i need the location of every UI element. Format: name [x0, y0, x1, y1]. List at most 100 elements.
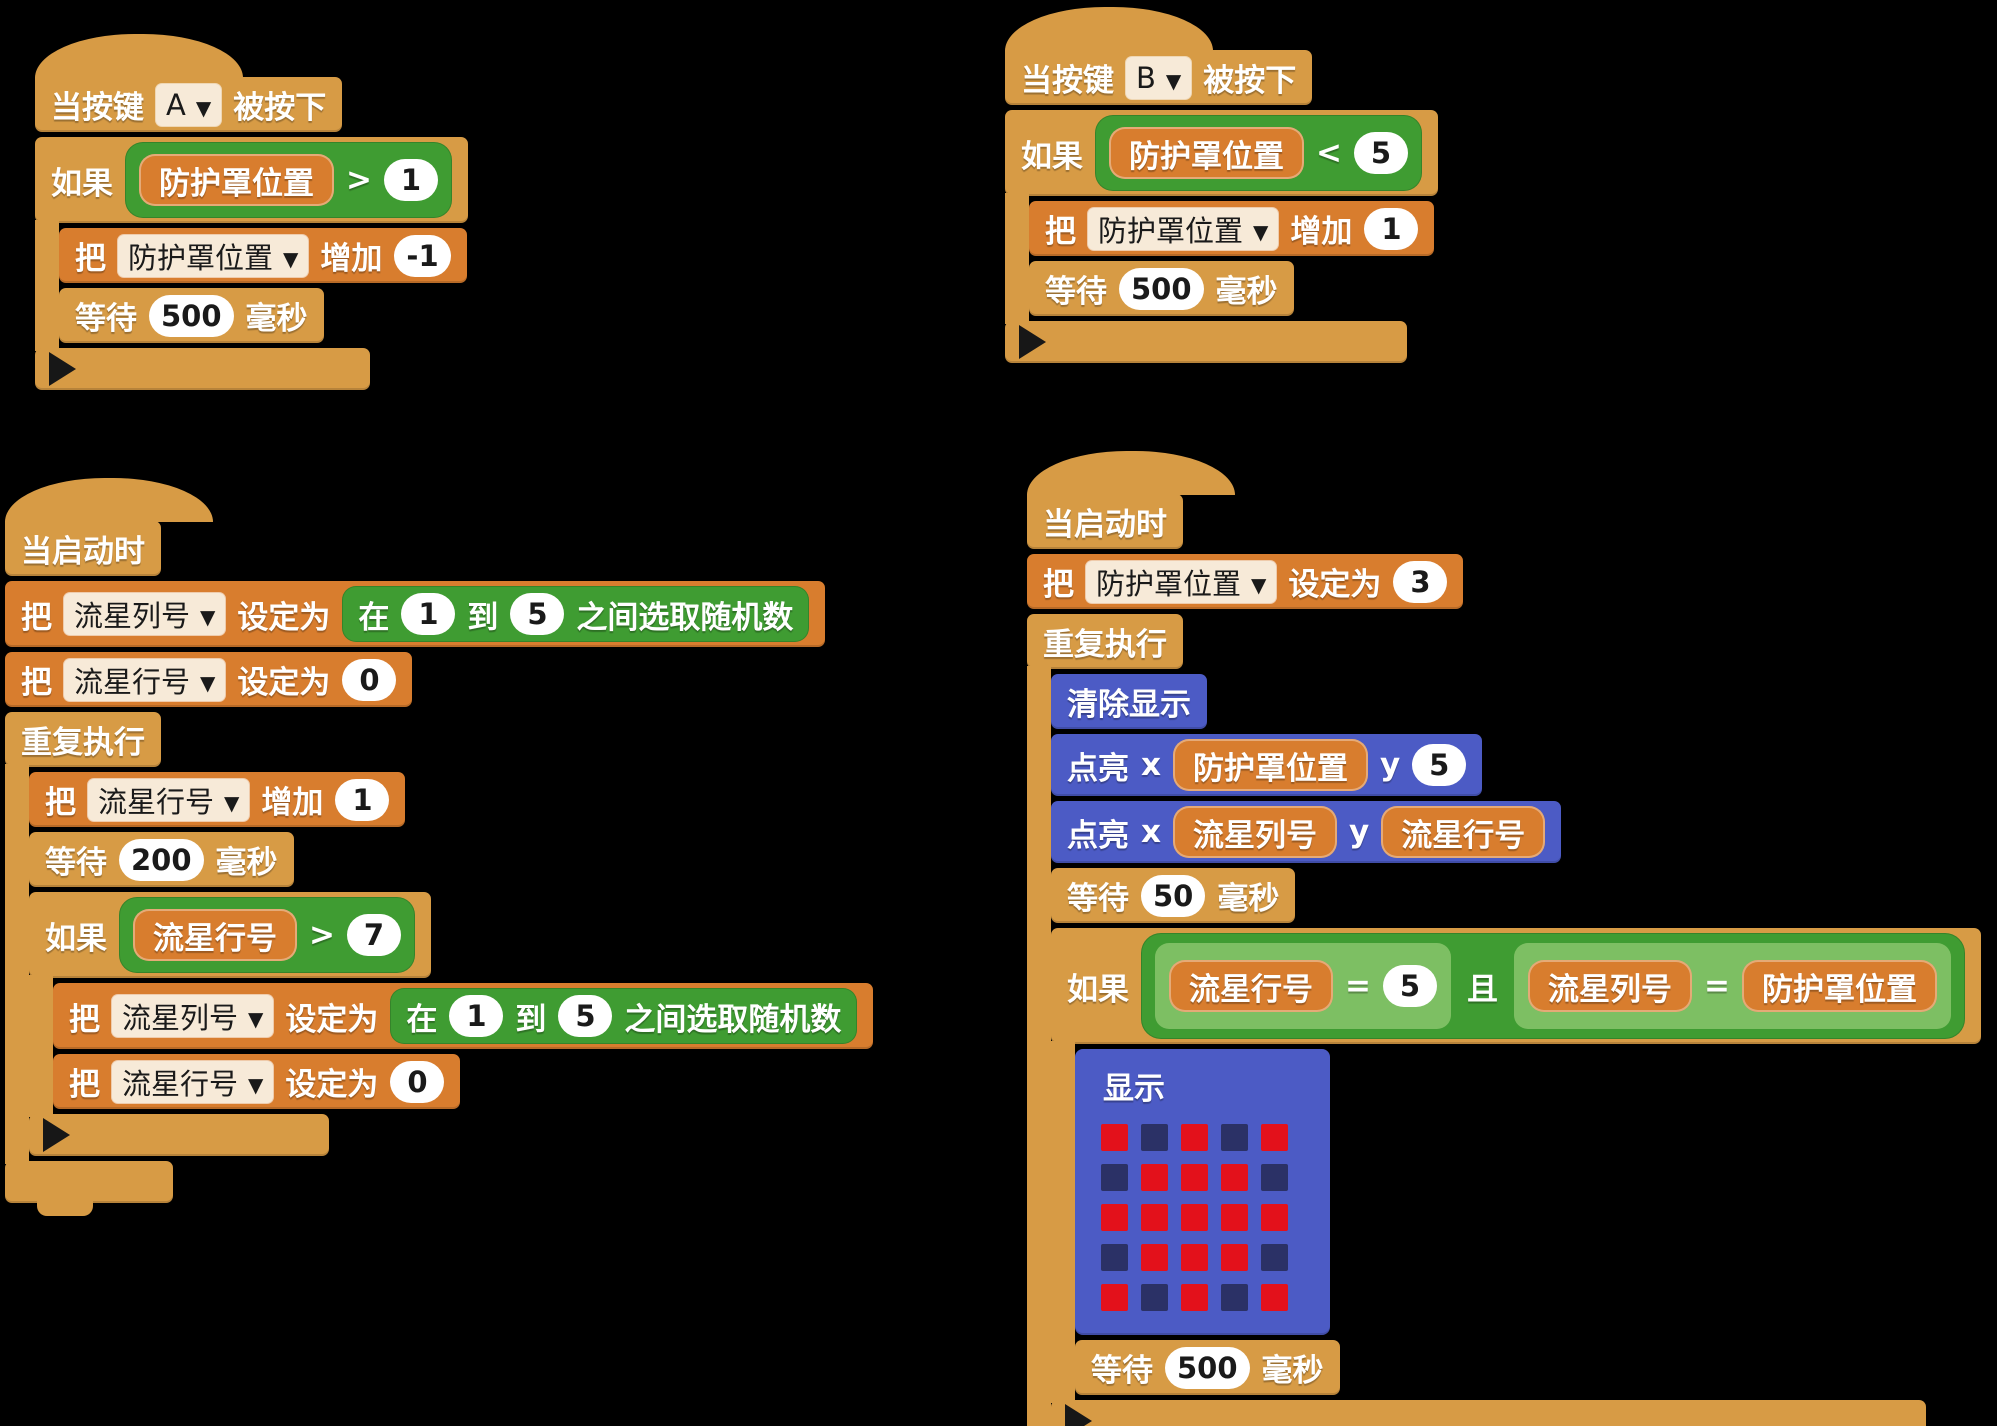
- led-cell[interactable]: [1141, 1124, 1168, 1151]
- show-display-block[interactable]: 显示: [1075, 1049, 1330, 1335]
- number-input[interactable]: 50: [1141, 874, 1206, 917]
- if-block-end[interactable]: [29, 1114, 329, 1156]
- number-input[interactable]: 500: [149, 294, 234, 337]
- variable-dropdown[interactable]: 流星列号: [112, 995, 274, 1037]
- variable-reporter[interactable]: 防护罩位置: [1741, 960, 1937, 1012]
- number-input[interactable]: 1: [449, 995, 504, 1037]
- if-block-end[interactable]: [1051, 1400, 1926, 1426]
- number-input[interactable]: 1: [401, 593, 456, 635]
- repeat-forever-header[interactable]: 重复执行: [1027, 614, 1183, 669]
- led-cell[interactable]: [1101, 1164, 1128, 1191]
- repeat-forever-end[interactable]: [5, 1161, 173, 1216]
- change-variable-block[interactable]: 把 防护罩位置 增加 1: [1029, 201, 1435, 256]
- number-input[interactable]: 0: [390, 1060, 445, 1103]
- number-input[interactable]: 5: [558, 995, 613, 1037]
- set-variable-block[interactable]: 把 流星行号 设定为 0: [53, 1054, 461, 1109]
- led-cell[interactable]: [1221, 1204, 1248, 1231]
- led-cell[interactable]: [1261, 1204, 1288, 1231]
- variable-reporter[interactable]: 流星行号: [1169, 960, 1333, 1012]
- repeat-forever-header[interactable]: 重复执行: [5, 712, 161, 767]
- variable-dropdown[interactable]: 流星行号: [64, 658, 226, 701]
- variable-reporter[interactable]: 防护罩位置: [1109, 127, 1304, 179]
- random-number-reporter[interactable]: 在 1 到 5 之间选取随机数: [342, 586, 810, 642]
- led-cell[interactable]: [1181, 1124, 1208, 1151]
- wait-block[interactable]: 等待 500 毫秒: [1029, 261, 1294, 316]
- hat-on-start[interactable]: 当启动时: [1027, 451, 1235, 549]
- variable-dropdown[interactable]: 防护罩位置: [1088, 207, 1279, 250]
- number-input[interactable]: 5: [510, 593, 565, 635]
- wait-block[interactable]: 等待 200 毫秒: [29, 832, 294, 887]
- led-cell[interactable]: [1141, 1164, 1168, 1191]
- comparison-boolean[interactable]: 流星列号 = 防护罩位置: [1513, 943, 1951, 1029]
- number-input[interactable]: 500: [1165, 1346, 1250, 1389]
- clear-display-block[interactable]: 清除显示: [1051, 674, 1207, 729]
- variable-dropdown[interactable]: 流星列号: [64, 593, 226, 635]
- led-cell[interactable]: [1141, 1204, 1168, 1231]
- number-input[interactable]: 500: [1119, 267, 1204, 310]
- change-variable-block[interactable]: 把 防护罩位置 增加 -1: [59, 228, 467, 283]
- wait-block[interactable]: 等待 500 毫秒: [59, 288, 324, 343]
- variable-reporter[interactable]: 流星行号: [1381, 806, 1546, 858]
- set-variable-block[interactable]: 把 流星列号 设定为 在 1 到 5 之间选取随机数: [53, 983, 874, 1049]
- wait-block[interactable]: 等待 50 毫秒: [1051, 868, 1296, 923]
- number-input[interactable]: 0: [342, 658, 397, 701]
- if-block-header[interactable]: 如果 流星行号 > 7: [29, 892, 431, 978]
- change-variable-block[interactable]: 把 流星行号 增加 1: [29, 772, 406, 827]
- if-block-end[interactable]: [35, 348, 370, 390]
- if-block-end[interactable]: [1005, 321, 1407, 363]
- light-pixel-block[interactable]: 点亮 x 防护罩位置 y 5: [1051, 734, 1483, 796]
- and-boolean[interactable]: 流星行号 = 5 且 流星列号 =: [1141, 933, 1965, 1039]
- led-cell[interactable]: [1141, 1244, 1168, 1271]
- if-block-header[interactable]: 如果 流星行号 = 5 且: [1051, 928, 1981, 1044]
- number-input[interactable]: 1: [383, 159, 438, 201]
- led-cell[interactable]: [1181, 1284, 1208, 1311]
- set-variable-block[interactable]: 把 防护罩位置 设定为 3: [1027, 554, 1464, 609]
- number-input[interactable]: 3: [1393, 560, 1448, 603]
- hat-on-start[interactable]: 当启动时: [5, 478, 213, 576]
- number-input[interactable]: 1: [1364, 207, 1419, 250]
- hat-when-key-b-pressed[interactable]: 当按键 B 被按下: [1005, 7, 1313, 105]
- number-input[interactable]: 200: [119, 838, 204, 881]
- variable-reporter[interactable]: 防护罩位置: [139, 154, 334, 206]
- led-cell[interactable]: [1181, 1164, 1208, 1191]
- key-dropdown[interactable]: A: [156, 83, 222, 126]
- led-cell[interactable]: [1221, 1124, 1248, 1151]
- variable-reporter[interactable]: 流星列号: [1527, 960, 1692, 1012]
- led-cell[interactable]: [1101, 1244, 1128, 1271]
- variable-dropdown[interactable]: 防护罩位置: [118, 234, 309, 277]
- variable-reporter[interactable]: 流星行号: [133, 909, 297, 961]
- led-cell[interactable]: [1101, 1284, 1128, 1311]
- comparison-boolean[interactable]: 防护罩位置 > 1: [125, 142, 452, 218]
- if-block-header[interactable]: 如果 防护罩位置 < 5: [1005, 110, 1438, 196]
- wait-block[interactable]: 等待 500 毫秒: [1075, 1340, 1340, 1395]
- random-number-reporter[interactable]: 在 1 到 5 之间选取随机数: [390, 988, 858, 1044]
- number-input[interactable]: -1: [394, 234, 451, 277]
- led-cell[interactable]: [1101, 1124, 1128, 1151]
- led-cell[interactable]: [1141, 1284, 1168, 1311]
- comparison-boolean[interactable]: 防护罩位置 < 5: [1095, 115, 1422, 191]
- variable-dropdown[interactable]: 流星行号: [112, 1060, 274, 1103]
- led-cell[interactable]: [1261, 1244, 1288, 1271]
- number-input[interactable]: 5: [1412, 744, 1467, 786]
- led-cell[interactable]: [1181, 1244, 1208, 1271]
- comparison-boolean[interactable]: 流星行号 > 7: [119, 897, 415, 973]
- led-cell[interactable]: [1261, 1164, 1288, 1191]
- led-cell[interactable]: [1101, 1204, 1128, 1231]
- number-input[interactable]: 7: [346, 914, 401, 956]
- number-input[interactable]: 5: [1353, 132, 1408, 174]
- variable-reporter[interactable]: 防护罩位置: [1173, 739, 1368, 791]
- led-cell[interactable]: [1261, 1284, 1288, 1311]
- comparison-boolean[interactable]: 流星行号 = 5: [1155, 943, 1451, 1029]
- led-cell[interactable]: [1181, 1204, 1208, 1231]
- variable-dropdown[interactable]: 防护罩位置: [1086, 560, 1277, 603]
- led-cell[interactable]: [1221, 1244, 1248, 1271]
- key-dropdown[interactable]: B: [1126, 56, 1192, 99]
- number-input[interactable]: 5: [1382, 965, 1437, 1007]
- variable-dropdown[interactable]: 流星行号: [88, 778, 250, 821]
- light-pixel-block[interactable]: 点亮 x 流星列号 y 流星行号: [1051, 801, 1562, 863]
- led-cell[interactable]: [1221, 1284, 1248, 1311]
- set-variable-block[interactable]: 把 流星行号 设定为 0: [5, 652, 413, 707]
- variable-reporter[interactable]: 流星列号: [1173, 806, 1337, 858]
- led-cell[interactable]: [1221, 1164, 1248, 1191]
- hat-when-key-a-pressed[interactable]: 当按键 A 被按下: [35, 34, 343, 132]
